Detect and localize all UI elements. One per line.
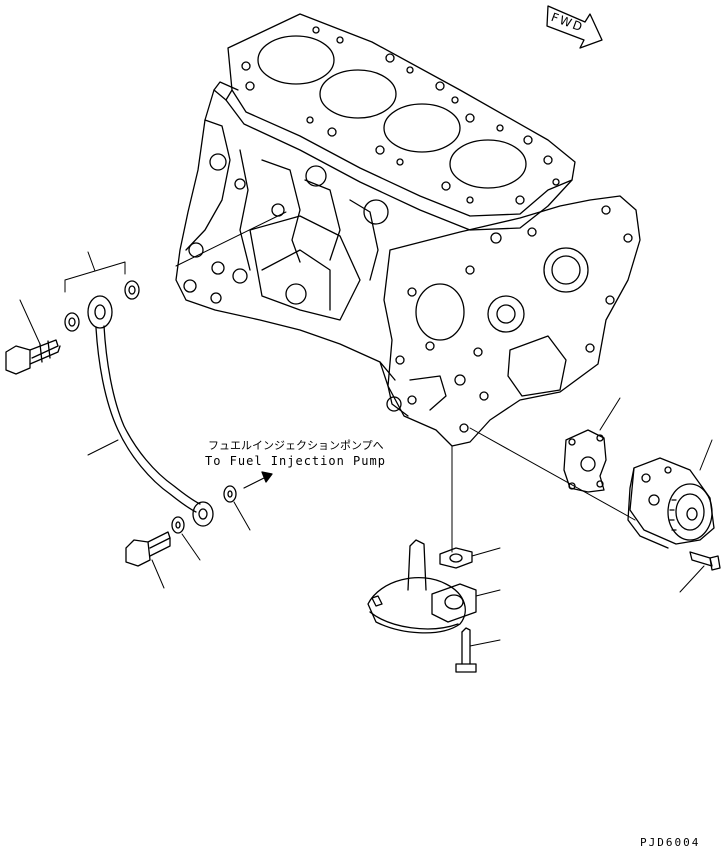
- bolt: [455, 627, 477, 673]
- gasket: [563, 429, 607, 493]
- washer: [171, 516, 185, 534]
- engine-block: [175, 13, 641, 447]
- fwd-arrow-icon: [546, 5, 603, 49]
- gasket: [439, 547, 473, 569]
- bolt: [689, 551, 721, 571]
- union-bolt: [125, 531, 171, 567]
- arrow-head-icon: [261, 471, 273, 483]
- cylinder-bore-3: [383, 103, 461, 153]
- leader-line: [469, 427, 636, 521]
- cylinder-bore-4: [449, 139, 527, 189]
- oil-hole: [285, 283, 307, 305]
- washer: [124, 280, 140, 300]
- union-bolt: [5, 339, 61, 375]
- washer: [223, 485, 237, 503]
- oil-strainer: [367, 539, 477, 634]
- callout-japanese: フュエルインジェクションポンプへ: [208, 439, 384, 452]
- cylinder-bore-1: [257, 35, 335, 85]
- callout-english: To Fuel Injection Pump: [205, 454, 386, 468]
- oil-pipe-eye-fitting: [192, 501, 214, 527]
- leader-line: [175, 211, 287, 267]
- oil-pipe-eye-fitting: [87, 295, 113, 329]
- drawing-code: PJD6004: [640, 836, 701, 849]
- oil-pipe: [95, 325, 201, 513]
- cylinder-bore-2: [319, 69, 397, 119]
- washer: [64, 312, 80, 332]
- oil-pump: [627, 457, 715, 549]
